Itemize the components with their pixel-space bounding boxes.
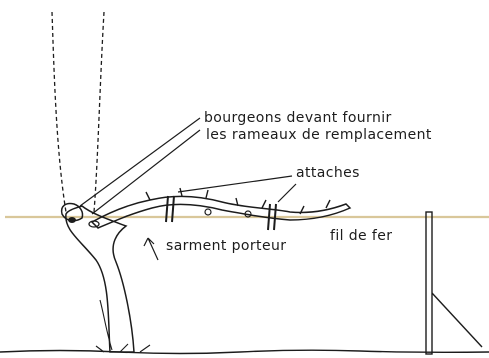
fruiting-cane-label: sarment porteur bbox=[166, 238, 286, 255]
ground-line bbox=[0, 350, 489, 353]
tie-1 bbox=[166, 196, 174, 222]
buds-label-line-1: bourgeons devant fournir bbox=[204, 110, 392, 127]
fruiting-cane bbox=[92, 196, 350, 228]
stake-brace bbox=[432, 293, 482, 347]
buds-label-line-2: les rameaux de remplacement bbox=[206, 127, 432, 144]
wire-label: fil de fer bbox=[330, 228, 392, 245]
cane-bud-dot-1 bbox=[205, 209, 211, 215]
ties-pointer-2 bbox=[278, 184, 296, 202]
bud-node-1 bbox=[68, 217, 76, 223]
stake-post bbox=[426, 212, 432, 354]
ties-pointer-1 bbox=[178, 176, 292, 192]
replacement-shoot-outline-1 bbox=[52, 12, 66, 212]
cane-pointer bbox=[144, 238, 158, 260]
ties-label: attaches bbox=[296, 165, 360, 182]
trunk-texture bbox=[100, 300, 128, 352]
replacement-shoot-outline-2 bbox=[94, 12, 104, 212]
